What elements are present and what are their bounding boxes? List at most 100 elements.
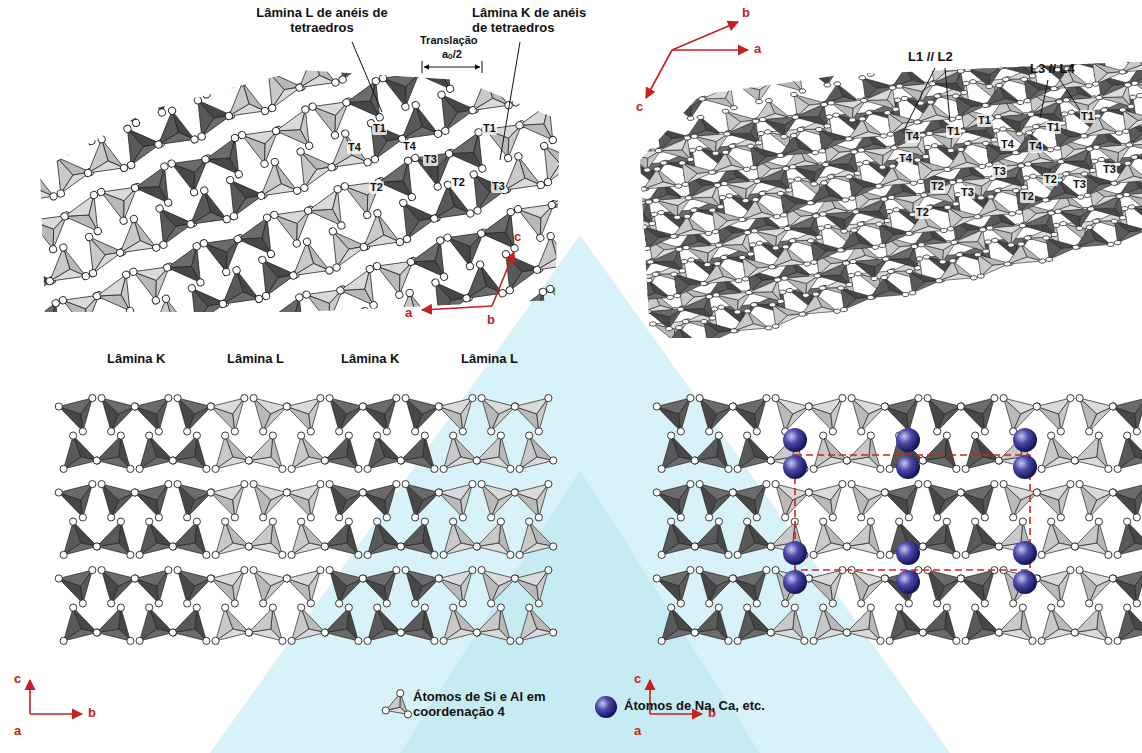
tetrahedron-face bbox=[621, 254, 651, 293]
tetrahedron-face bbox=[610, 190, 638, 213]
oxygen-atom bbox=[87, 414, 96, 423]
oxygen-atom bbox=[391, 322, 400, 331]
tetrahedron-face bbox=[494, 136, 532, 153]
oxygen-atom bbox=[276, 22, 285, 31]
tetrahedron-face bbox=[466, 45, 499, 79]
oxygen-atom bbox=[83, 378, 92, 387]
oxygen-atom bbox=[864, 110, 873, 116]
tetrahedron-face bbox=[857, 53, 880, 75]
oxygen-atom bbox=[130, 183, 139, 192]
oxygen-atom bbox=[53, 88, 62, 97]
tetrahedron-face bbox=[319, 290, 352, 324]
tetrahedron bbox=[1054, 19, 1107, 52]
tetrahedron-face bbox=[195, 20, 232, 45]
tetrahedron-face bbox=[95, 367, 134, 396]
tetrahedron bbox=[460, 160, 515, 215]
tetrahedron-face bbox=[129, 366, 162, 400]
tetrahedron bbox=[214, 74, 269, 129]
oxygen-atom bbox=[576, 257, 585, 266]
oxygen-atom bbox=[548, 167, 557, 173]
oxygen-atom bbox=[584, 123, 593, 132]
tetrahedron bbox=[20, 391, 75, 446]
tetrahedron-face bbox=[44, 303, 68, 340]
oxygen-atom bbox=[793, 176, 802, 182]
oxygen-atom bbox=[469, 170, 478, 179]
tetrahedron bbox=[273, 421, 328, 476]
tetrahedron-face bbox=[0, 223, 30, 252]
oxygen-atom bbox=[537, 365, 546, 374]
oxygen-atom bbox=[131, 118, 140, 127]
oxygen-atom bbox=[728, 143, 737, 149]
tetrahedron-face bbox=[118, 126, 148, 165]
oxygen-atom bbox=[18, 297, 27, 306]
tetrahedron bbox=[24, 111, 79, 166]
tetrahedron-face bbox=[545, 132, 577, 152]
oxygen-atom bbox=[492, 146, 501, 152]
oxygen-atom bbox=[292, 239, 301, 248]
oxygen-atom bbox=[677, 123, 686, 132]
tetrahedron-face bbox=[357, 181, 390, 215]
oxygen-atom bbox=[24, 109, 33, 118]
oxygen-atom bbox=[508, 340, 517, 349]
tetrahedron-face bbox=[15, 75, 45, 114]
oxygen-atom bbox=[758, 191, 767, 197]
tetrahedron-face bbox=[0, 105, 21, 130]
oxygen-atom bbox=[396, 422, 405, 431]
oxygen-atom bbox=[129, 267, 138, 276]
oxygen-atom bbox=[295, 83, 304, 92]
oxygen-atom bbox=[659, 160, 668, 166]
oxygen-atom bbox=[645, 44, 654, 53]
oxygen-atom bbox=[546, 206, 555, 212]
oxygen-atom bbox=[306, 0, 315, 5]
tetrahedron bbox=[18, 298, 73, 353]
oxygen-atom bbox=[1028, 32, 1037, 38]
tetrahedron-face bbox=[351, 369, 384, 403]
tetrahedron bbox=[113, 115, 168, 170]
tetrahedron-face bbox=[589, 139, 621, 159]
oxygen-atom bbox=[475, 260, 484, 269]
tetrahedron-face bbox=[139, 71, 178, 100]
tetrahedron-face bbox=[0, 411, 24, 440]
oxygen-atom bbox=[58, 296, 67, 305]
oxygen-atom bbox=[26, 216, 35, 225]
tetrahedron bbox=[490, 148, 545, 203]
tetrahedron-face bbox=[403, 0, 427, 10]
tetrahedron-face bbox=[0, 371, 1, 410]
tetrahedron-face bbox=[385, 0, 418, 19]
oxygen-atom bbox=[52, 153, 61, 162]
tetrahedron bbox=[319, 217, 374, 272]
oxygen-atom bbox=[327, 373, 336, 382]
tetrahedron-face bbox=[0, 176, 20, 210]
tetrahedron-face bbox=[395, 310, 432, 335]
oxygen-atom bbox=[609, 244, 618, 250]
tetrahedron-face bbox=[146, 267, 179, 301]
oxygen-atom bbox=[551, 181, 560, 187]
oxygen-atom bbox=[686, 116, 695, 122]
oxygen-atom bbox=[580, 215, 589, 224]
tetrahedron-face bbox=[116, 31, 149, 65]
oxygen-atom bbox=[571, 157, 580, 166]
tetrahedron bbox=[405, 328, 460, 383]
tetrahedron bbox=[0, 267, 20, 322]
tetrahedron-face bbox=[0, 235, 27, 269]
oxygen-atom bbox=[956, 68, 965, 74]
oxygen-atom bbox=[593, 176, 602, 182]
oxygen-atom bbox=[637, 316, 646, 325]
oxygen-atom bbox=[970, 48, 979, 54]
oxygen-atom bbox=[605, 236, 614, 245]
tetrahedron bbox=[382, 285, 437, 340]
oxygen-atom bbox=[0, 136, 3, 145]
oxygen-atom bbox=[1042, 12, 1051, 18]
oxygen-atom bbox=[553, 241, 562, 247]
tetrahedron-face bbox=[581, 263, 620, 292]
tetrahedron-face bbox=[601, 114, 629, 137]
oxygen-atom bbox=[139, 0, 148, 4]
tetrahedron bbox=[216, 166, 271, 221]
tetrahedron-face bbox=[359, 269, 383, 306]
tetrahedron-face bbox=[94, 60, 131, 85]
oxygen-atom bbox=[167, 159, 176, 168]
tetrahedron-face bbox=[524, 184, 562, 201]
tetrahedron-face bbox=[636, 99, 669, 133]
tetrahedron-face bbox=[0, 197, 23, 222]
oxygen-atom bbox=[369, 301, 378, 310]
